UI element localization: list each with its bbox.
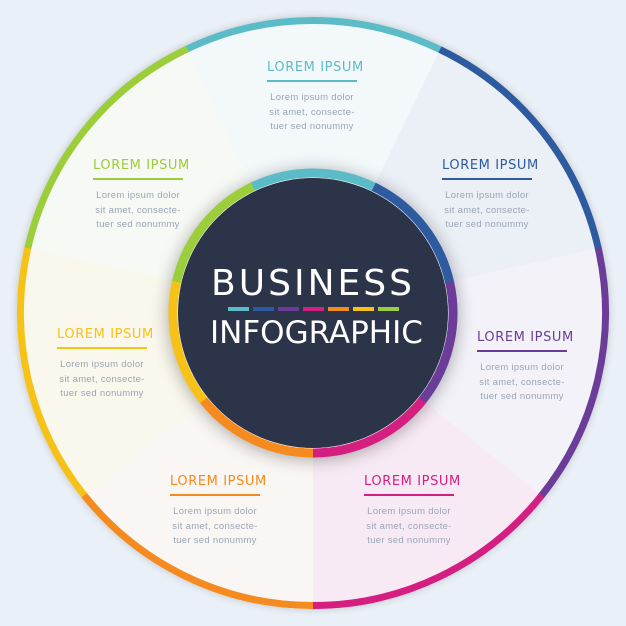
- segment-body-line: tuer sed nonummy: [445, 219, 529, 230]
- inner-arc-magenta: [312, 397, 426, 458]
- inner-arc-teal: [250, 168, 377, 192]
- dash-magenta: [302, 307, 324, 311]
- segment-body-line: Lorem ipsum dolor: [96, 190, 180, 201]
- dash-teal: [227, 307, 249, 311]
- outer-arc-teal: [184, 17, 443, 54]
- inner-arc-green: [172, 182, 255, 283]
- dash-blue: [252, 307, 274, 311]
- segment-green: LOREM IPSUM Lorem ipsum dolor sit amet, …: [78, 158, 198, 233]
- outer-arc-purple: [538, 247, 609, 499]
- outer-ring: [17, 17, 609, 609]
- segment-body-line: sit amet, consecte-: [479, 376, 565, 388]
- segment-body-line: tuer sed nonummy: [173, 535, 257, 546]
- segment-body: Lorem ipsum dolor sit amet, consecte- tu…: [427, 189, 547, 233]
- segment-body-line: sit amet, consecte-: [444, 204, 530, 216]
- center-hub: [178, 178, 448, 448]
- segment-body-line: tuer sed nonummy: [367, 535, 451, 546]
- segment-body: Lorem ipsum dolor sit amet, consecte- tu…: [462, 361, 582, 405]
- outer-arc-blue: [438, 46, 602, 251]
- center-color-dashes: [210, 307, 416, 311]
- segment-body-line: sit amet, consecte-: [269, 106, 355, 118]
- outer-arc-magenta: [311, 493, 545, 609]
- outer-arc-green: [24, 45, 189, 249]
- segment-teal: LOREM IPSUM Lorem ipsum dolor sit amet, …: [252, 60, 372, 135]
- segment-body: Lorem ipsum dolor sit amet, consecte- tu…: [252, 91, 372, 135]
- segment-purple: LOREM IPSUM Lorem ipsum dolor sit amet, …: [462, 330, 582, 405]
- segment-title: LOREM IPSUM: [93, 158, 189, 180]
- inner-arc-orange: [199, 396, 314, 458]
- inner-arc-yellow: [168, 280, 208, 404]
- segment-title: LOREM IPSUM: [170, 474, 266, 496]
- segment-body-line: tuer sed nonummy: [270, 121, 354, 132]
- segment-body-line: Lorem ipsum dolor: [480, 362, 564, 373]
- segment-body: Lorem ipsum dolor sit amet, consecte- tu…: [78, 189, 198, 233]
- center-title: BUSINESS INFOGRAPHIC: [210, 262, 423, 352]
- segment-body-line: Lorem ipsum dolor: [270, 92, 354, 103]
- segment-body-line: tuer sed nonummy: [480, 391, 564, 402]
- segment-title: LOREM IPSUM: [57, 327, 153, 349]
- dash-green: [377, 307, 399, 311]
- center-title-line2: INFOGRAPHIC: [210, 315, 423, 351]
- segment-title: LOREM IPSUM: [442, 158, 538, 180]
- segment-body-line: sit amet, consecte-: [366, 520, 452, 532]
- segment-yellow: LOREM IPSUM Lorem ipsum dolor sit amet, …: [42, 327, 162, 402]
- segment-body-line: sit amet, consecte-: [172, 520, 258, 532]
- segment-title: LOREM IPSUM: [267, 60, 363, 82]
- segment-title: LOREM IPSUM: [477, 330, 573, 352]
- segment-blue: LOREM IPSUM Lorem ipsum dolor sit amet, …: [427, 158, 547, 233]
- segment-body-line: Lorem ipsum dolor: [60, 359, 144, 370]
- center-title-line1: BUSINESS: [211, 263, 415, 304]
- segment-body-line: tuer sed nonummy: [96, 219, 180, 230]
- dash-purple: [277, 307, 299, 311]
- inner-arc-purple: [418, 280, 458, 404]
- segment-body: Lorem ipsum dolor sit amet, consecte- tu…: [155, 505, 275, 549]
- outer-arc-orange: [80, 492, 314, 609]
- outer-arc-yellow: [17, 245, 88, 498]
- segment-magenta: LOREM IPSUM Lorem ipsum dolor sit amet, …: [349, 474, 469, 549]
- segment-body-line: sit amet, consecte-: [95, 204, 181, 216]
- segment-body-line: sit amet, consecte-: [59, 373, 145, 385]
- dash-yellow: [352, 307, 374, 311]
- segment-orange: LOREM IPSUM Lorem ipsum dolor sit amet, …: [155, 474, 275, 549]
- dash-orange: [327, 307, 349, 311]
- segment-body-line: Lorem ipsum dolor: [445, 190, 529, 201]
- inner-ring: [168, 168, 458, 458]
- segment-body: Lorem ipsum dolor sit amet, consecte- tu…: [349, 505, 469, 549]
- segment-body: Lorem ipsum dolor sit amet, consecte- tu…: [42, 358, 162, 402]
- wedge-teal: [186, 20, 440, 313]
- segment-title: LOREM IPSUM: [364, 474, 460, 496]
- inner-arc-blue: [371, 182, 455, 284]
- segment-body-line: Lorem ipsum dolor: [367, 506, 451, 517]
- segment-body-line: Lorem ipsum dolor: [173, 506, 257, 517]
- segment-body-line: tuer sed nonummy: [60, 388, 144, 399]
